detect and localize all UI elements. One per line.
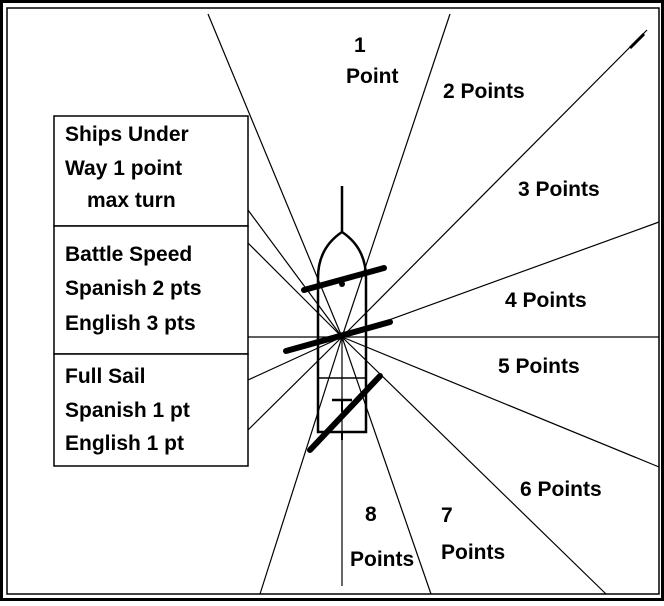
sector-7-unit: Points [441, 541, 505, 564]
legend-2-line-2: Spanish 2 pts [65, 277, 202, 300]
sector-3-label: 3 Points [518, 178, 600, 201]
sector-8-unit: Points [350, 548, 414, 571]
sector-4-label: 4 Points [505, 289, 587, 312]
legend-1-line-2: Way 1 point [65, 157, 182, 180]
pivot-point [339, 334, 345, 340]
legend-1-line-1: Ships Under [65, 123, 189, 146]
sector-8-number: 8 [365, 503, 377, 526]
legend-2-line-1: Battle Speed [65, 243, 192, 266]
legend-2-line-3: English 3 pts [65, 312, 196, 335]
legend-3-line-3: English 1 pt [65, 432, 184, 455]
sector-2-label: 2 Points [443, 80, 525, 103]
legend-1-line-3: max turn [87, 189, 176, 212]
sector-7-number: 7 [441, 504, 453, 527]
legend-3-line-2: Spanish 1 pt [65, 399, 190, 422]
sector-5-label: 5 Points [498, 355, 580, 378]
legend-3-line-1: Full Sail [65, 365, 146, 388]
sector-6-label: 6 Points [520, 478, 602, 501]
legend: Ships Under Way 1 point max turn Battle … [54, 116, 248, 466]
sector-1-number: 1 [354, 34, 366, 57]
fore-mast [339, 281, 345, 287]
sector-1-unit: Point [346, 65, 399, 88]
